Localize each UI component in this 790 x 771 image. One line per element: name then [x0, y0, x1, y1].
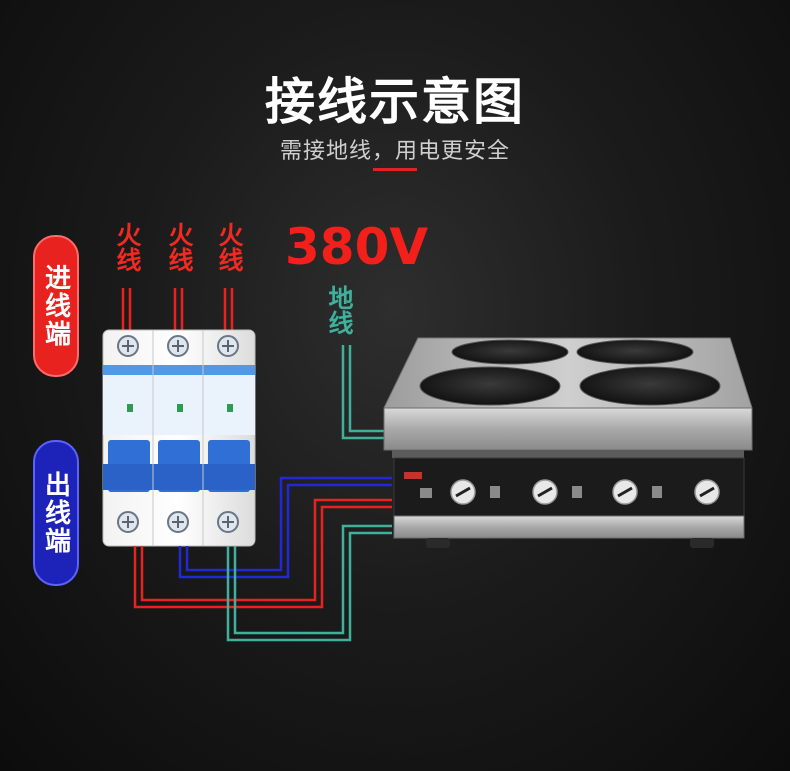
ground-wire [341, 345, 386, 440]
voltage-label: 380V [285, 218, 429, 276]
induction-cooktop-icon [383, 337, 753, 548]
live-wire-label-3: 火线 [215, 222, 244, 272]
title-divider [373, 168, 417, 171]
incoming-live-wires [121, 288, 234, 335]
live-wire-label-1: 火线 [113, 222, 142, 272]
ground-wire-label: 地线 [325, 285, 354, 335]
green-output-wire [226, 531, 392, 642]
page-title: 接线示意图 [265, 73, 525, 131]
blue-output-wire [178, 483, 392, 579]
outgoing-terminal-label: 出线端 [33, 440, 79, 586]
red-output-wire [133, 505, 392, 609]
live-wire-label-2: 火线 [165, 222, 194, 272]
page-subtitle: 需接地线，用电更安全 [279, 139, 510, 164]
incoming-terminal-label: 进线端 [33, 235, 79, 377]
circuit-breaker-icon [102, 329, 256, 547]
